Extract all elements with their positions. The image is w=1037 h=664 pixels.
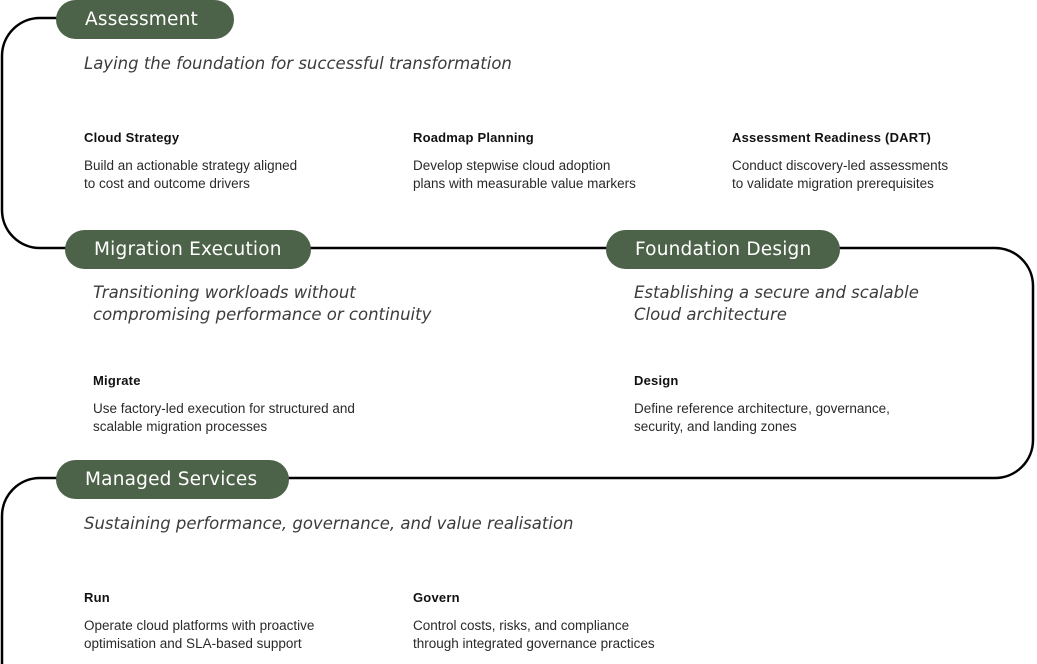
phase-subtitle-assessment: Laying the foundation for successful tra… — [84, 54, 512, 73]
item-description: Control costs, risks, and compliance thr… — [413, 618, 655, 651]
item-title: Assessment Readiness (DART) — [732, 130, 932, 145]
item-description: Use factory-led execution for structured… — [93, 401, 355, 434]
item-description: Conduct discovery-led assessments to val… — [732, 158, 949, 191]
item-title: Roadmap Planning — [413, 130, 534, 145]
item-title: Design — [634, 373, 679, 388]
item-migrate: Migrate Use factory-led execution for st… — [93, 372, 393, 436]
item-cloud-strategy: Cloud Strategy Build an actionable strat… — [84, 129, 384, 193]
item-run: Run Operate cloud platforms with proacti… — [84, 589, 384, 653]
item-roadmap-planning: Roadmap Planning Develop stepwise cloud … — [413, 129, 713, 193]
phase-pill-migration-execution: Migration Execution — [65, 230, 311, 269]
item-title: Govern — [413, 590, 460, 605]
item-description: Operate cloud platforms with proactive o… — [84, 618, 315, 651]
item-title: Migrate — [93, 373, 141, 388]
phase-subtitle-foundation-design: Establishing a secure and scalable Cloud… — [634, 283, 919, 324]
item-assessment-readiness: Assessment Readiness (DART) Conduct disc… — [732, 129, 1032, 193]
phase-pill-managed-services: Managed Services — [56, 460, 289, 499]
item-title: Run — [84, 590, 110, 605]
item-govern: Govern Control costs, risks, and complia… — [413, 589, 713, 653]
phase-pill-foundation-design: Foundation Design — [606, 230, 840, 269]
phase-subtitle-managed-services: Sustaining performance, governance, and … — [84, 514, 574, 533]
item-title: Cloud Strategy — [84, 130, 180, 145]
item-description: Define reference architecture, governanc… — [634, 401, 890, 434]
item-description: Develop stepwise cloud adoption plans wi… — [413, 158, 636, 191]
phase-subtitle-migration-execution: Transitioning workloads without compromi… — [93, 283, 432, 324]
phase-pill-assessment: Assessment — [56, 0, 234, 39]
item-design: Design Define reference architecture, go… — [634, 372, 934, 436]
item-description: Build an actionable strategy aligned to … — [84, 158, 298, 191]
connector-path — [0, 16, 1035, 664]
